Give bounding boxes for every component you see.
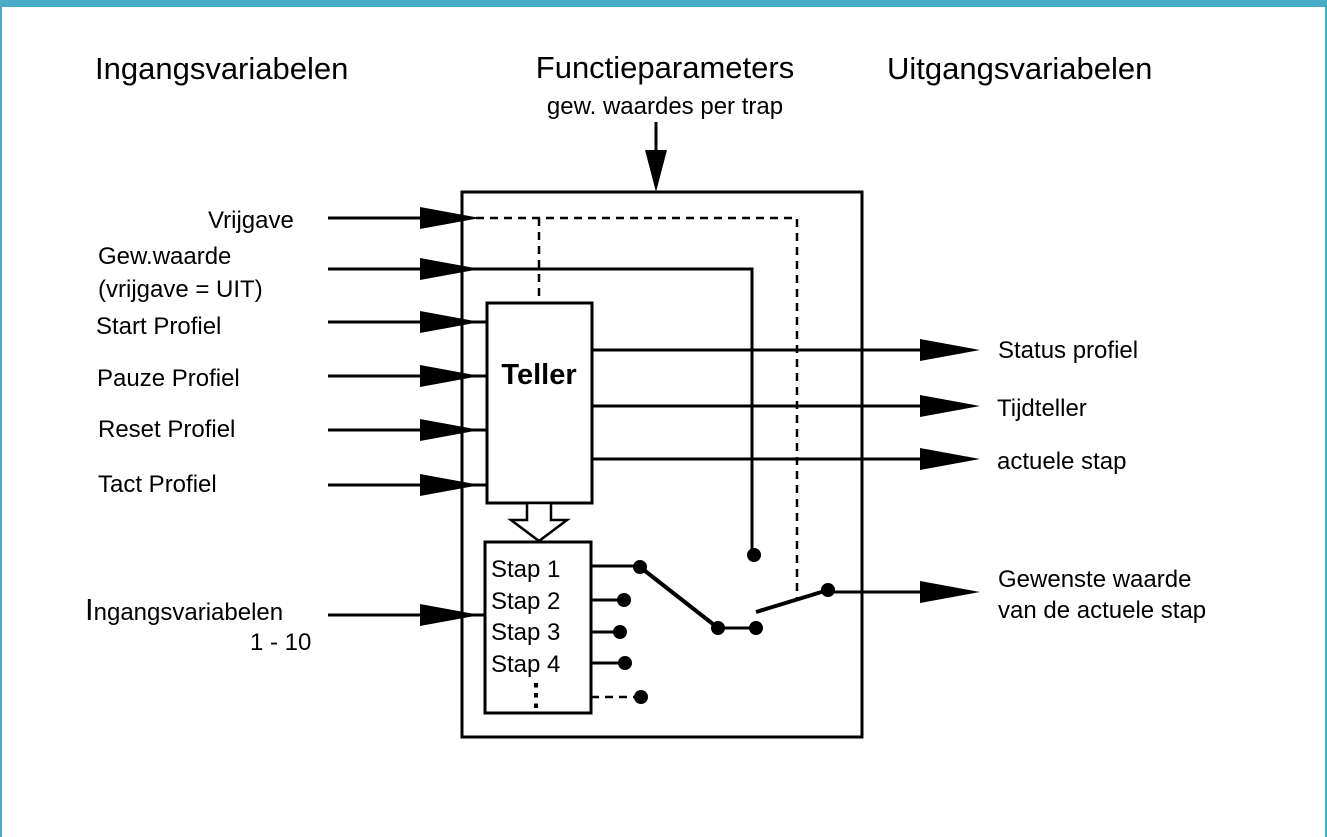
output-status-label: Status profiel — [998, 337, 1138, 364]
input-reset-label: Reset Profiel — [98, 416, 235, 443]
release-switch-arm — [755, 588, 829, 614]
output-setpoint-label-line1: Gewenste waarde — [998, 566, 1191, 593]
release-dashed-line — [462, 216, 799, 600]
input-variables-range: 1 - 10 — [250, 629, 311, 656]
outputs-header: Uitgangsvariabelen — [887, 51, 1152, 86]
steps-block — [483, 540, 593, 715]
parameters-arrow-head — [645, 150, 667, 192]
step-2-label: Stap 2 — [491, 588, 560, 615]
output-status-arrow — [920, 339, 980, 361]
input-setpoint-label-line2: (vrijgave = UIT) — [98, 276, 263, 303]
inputs-header: Ingangsvariabelen — [95, 51, 348, 86]
setpoint-contact-dot — [747, 548, 761, 562]
step-3-label: Stap 3 — [491, 619, 560, 646]
output-contact-dot — [821, 583, 835, 597]
input-setpoint-label-line1: Gew.waarde — [98, 243, 231, 270]
output-setpoint-arrow — [920, 581, 980, 603]
input-variables-first-letter: I — [85, 592, 94, 627]
input-variables-label: Ingangsvariabelen — [85, 592, 283, 627]
step-1-label: Stap 1 — [491, 556, 560, 583]
counter-block — [485, 301, 594, 505]
input-release-label: Vrijgave — [208, 207, 294, 234]
function-parameters-subtitle: gew. waardes per trap — [547, 93, 783, 120]
output-timer-arrow — [920, 395, 980, 417]
step-4-label: Stap 4 — [491, 651, 560, 678]
function-parameters-header: Functieparameters — [536, 50, 794, 85]
input-start-label: Start Profiel — [96, 313, 221, 340]
output-setpoint-label-line2: van de actuele stap — [998, 597, 1206, 624]
input-variables-rest: ngangsvariabelen — [94, 599, 283, 626]
step-4-contact-dot — [618, 656, 632, 670]
release-switch-pivot-dot — [749, 621, 763, 635]
output-timer-label: Tijdteller — [997, 395, 1087, 422]
output-current-step-arrow — [920, 448, 980, 470]
step-3-contact-dot — [613, 625, 627, 639]
step-n-contact-dot — [634, 690, 648, 704]
step-2-contact-dot — [617, 593, 631, 607]
steps-ellipsis: ⋮ — [521, 679, 551, 712]
step-selector-switch-arm — [638, 565, 720, 630]
output-current-step-label: actuele stap — [997, 448, 1126, 475]
counter-label: Teller — [501, 359, 576, 391]
counter-to-steps-arrow — [507, 501, 571, 543]
input-tact-label: Tact Profiel — [98, 471, 217, 498]
input-pause-label: Pauze Profiel — [97, 365, 240, 392]
